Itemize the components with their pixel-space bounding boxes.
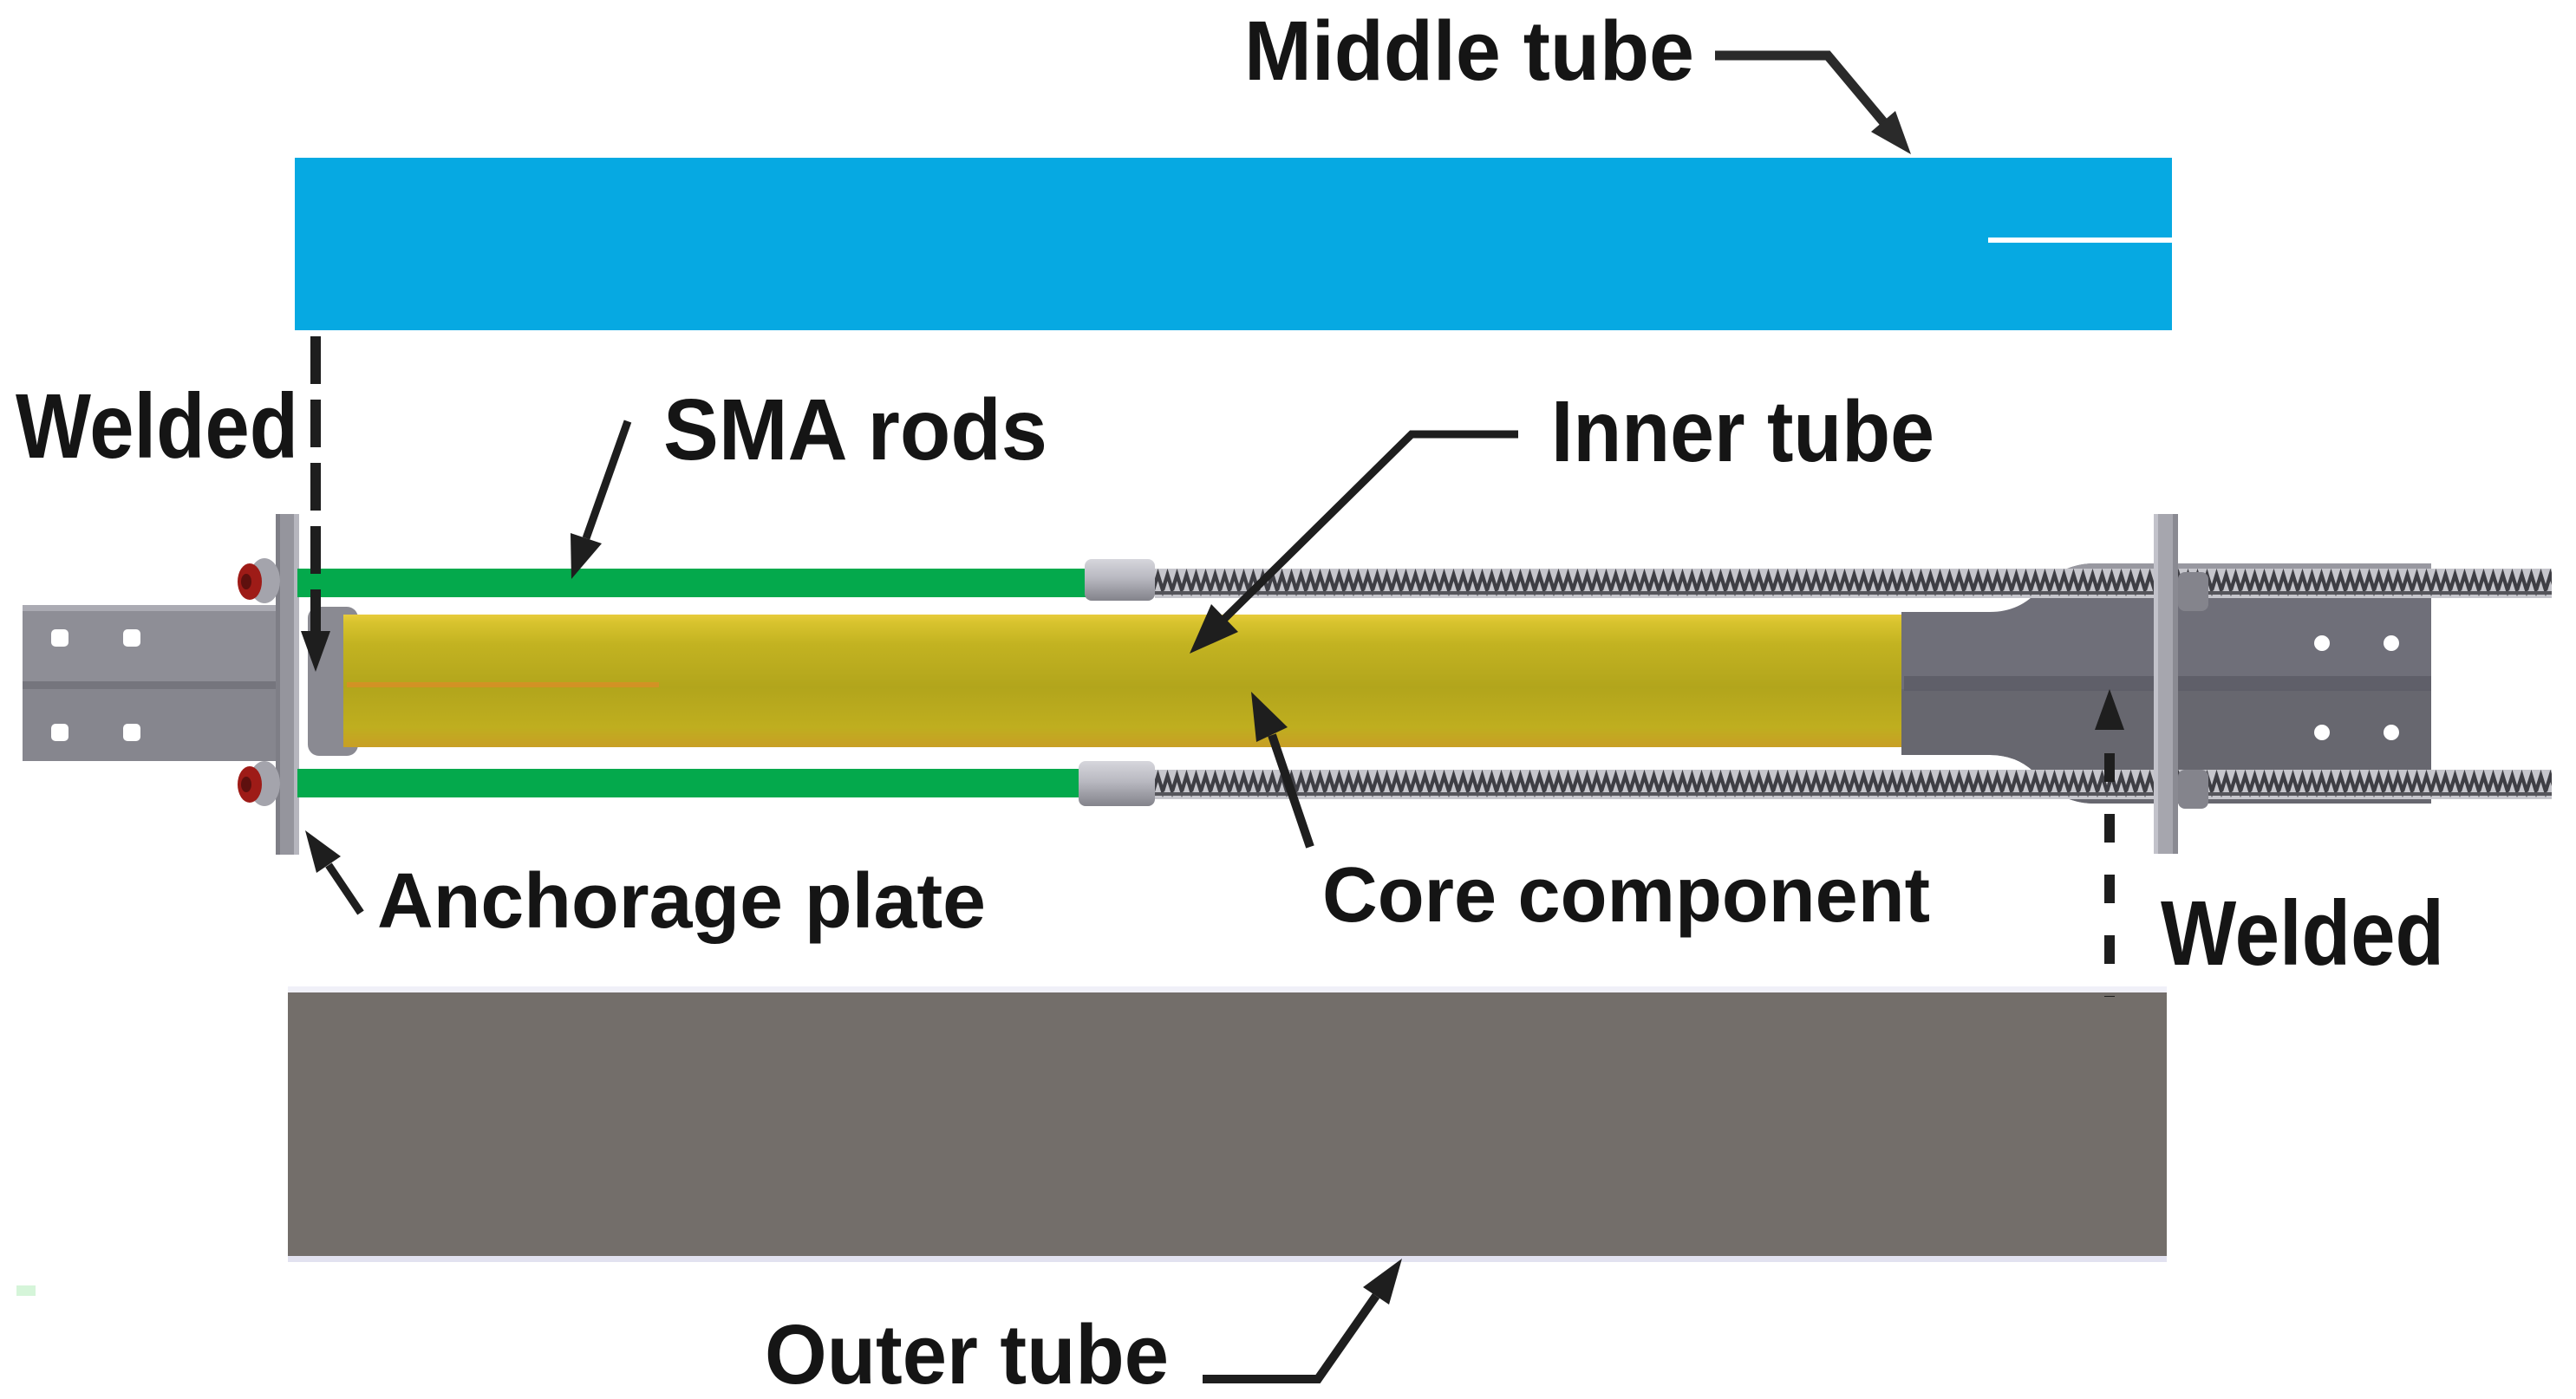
svg-text:Anchorage plate: Anchorage plate xyxy=(377,858,986,945)
svg-text:Inner tube: Inner tube xyxy=(1551,383,1934,480)
svg-text:Welded: Welded xyxy=(16,375,298,478)
svg-text:Outer tube: Outer tube xyxy=(765,1307,1169,1399)
svg-text:Middle tube: Middle tube xyxy=(1244,3,1694,98)
svg-text:SMA rods: SMA rods xyxy=(663,381,1047,478)
svg-text:Core component: Core component xyxy=(1322,852,1930,939)
svg-text:Welded: Welded xyxy=(2161,882,2444,985)
